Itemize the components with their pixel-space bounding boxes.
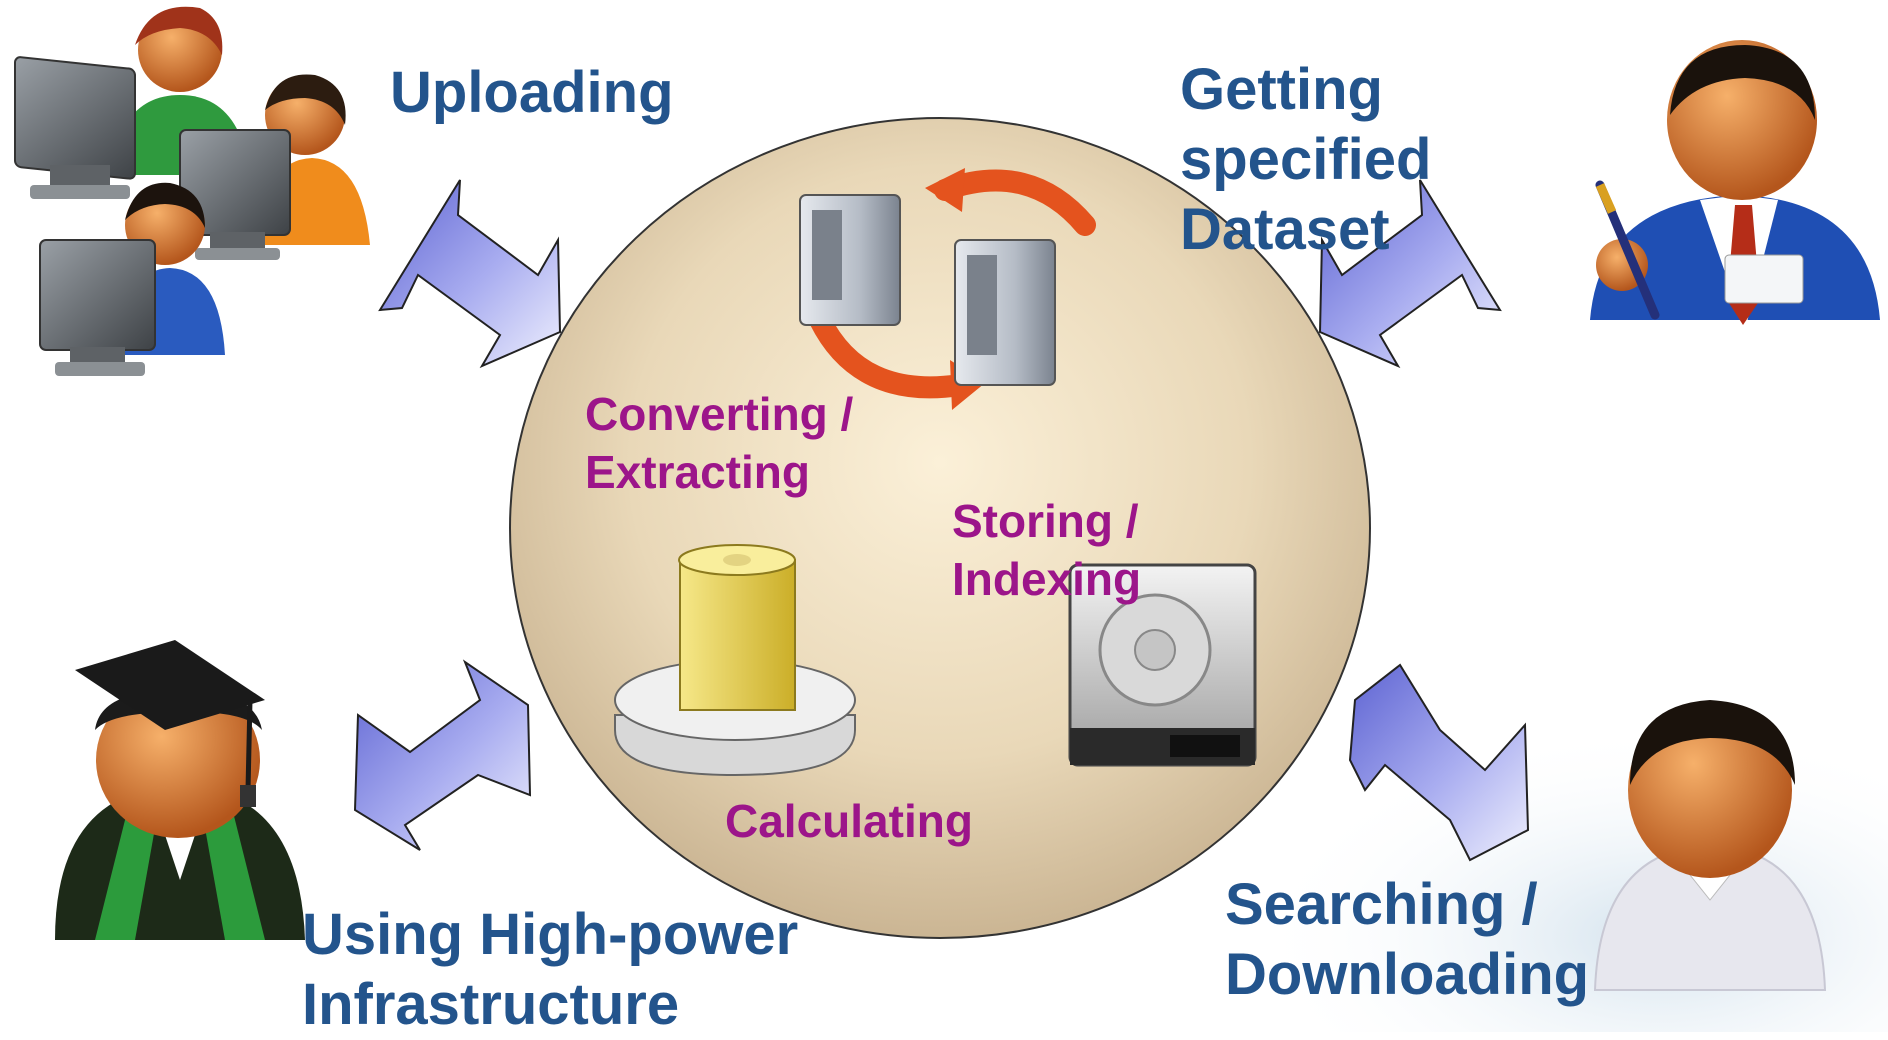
label-using-line-2: Infrastructure	[302, 972, 680, 1037]
label-using-infrastructure: Using High-power Infrastructure	[302, 900, 798, 1040]
label-getting-line-2: specified	[1180, 127, 1432, 192]
hard-disk-icon	[1068, 563, 1257, 767]
server-sync-icon	[799, 168, 1096, 410]
label-uploading-text: Uploading	[390, 60, 674, 125]
label-storing-line-1: Storing /	[952, 495, 1139, 547]
label-searching-line-2: Downloading	[1225, 942, 1590, 1007]
label-getting-line-1: Getting	[1180, 57, 1383, 122]
label-searching-downloading: Searching / Downloading	[1225, 870, 1589, 1010]
business-user-pen-icon	[1590, 40, 1880, 330]
label-converting-extracting: Converting / Extracting	[585, 385, 853, 501]
arrow-top-left	[378, 179, 562, 369]
label-calculating: Calculating	[725, 792, 973, 850]
arrow-bottom-left	[353, 659, 532, 851]
user-icon	[1593, 700, 1827, 991]
label-storing-line-2: Indexing	[952, 553, 1142, 605]
label-uploading: Uploading	[390, 58, 674, 128]
label-storing-indexing: Storing / Indexing	[952, 492, 1141, 608]
arrow-top-right	[1318, 179, 1502, 369]
label-calculating-text: Calculating	[725, 795, 973, 847]
graduate-user-icon	[55, 640, 305, 940]
label-converting-line-2: Extracting	[585, 446, 810, 498]
label-getting-dataset: Getting specified Dataset	[1180, 55, 1431, 265]
user-group-computers-icon	[14, 6, 370, 376]
label-searching-line-1: Searching /	[1225, 872, 1538, 937]
database-cylinder-icon	[614, 544, 856, 777]
label-converting-line-1: Converting /	[585, 388, 854, 440]
label-getting-line-3: Dataset	[1180, 197, 1390, 262]
label-using-line-1: Using High-power	[302, 902, 799, 967]
arrow-bottom-right	[1348, 663, 1530, 862]
